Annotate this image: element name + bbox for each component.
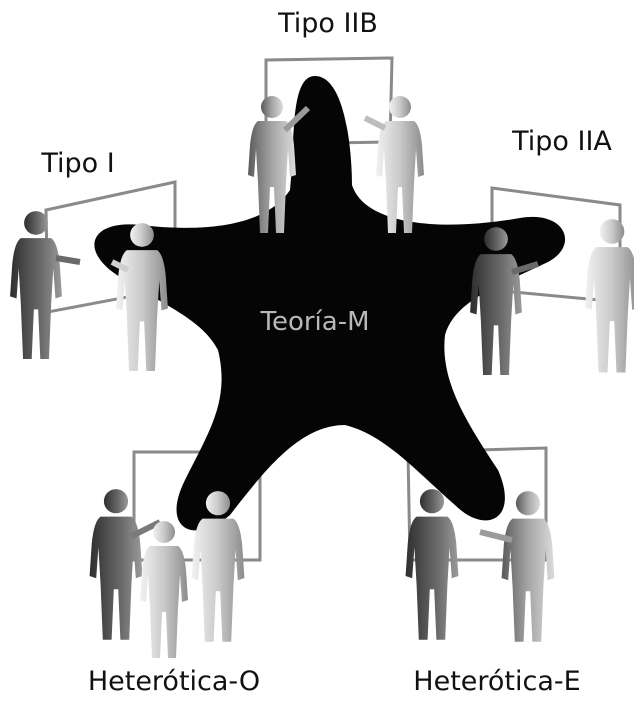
person-arm — [511, 261, 539, 275]
figures-right — [470, 219, 634, 376]
figures-top — [248, 96, 424, 233]
m-theory-starfish — [94, 76, 566, 531]
center-label: Teoría-M — [259, 307, 369, 337]
label-heterotica-o: Heterótica-O — [88, 666, 260, 697]
person-arm — [282, 105, 311, 133]
figures-bottom-right — [405, 489, 555, 642]
figures-left — [10, 211, 168, 372]
frame-bottom-right — [406, 446, 548, 562]
person-figure — [585, 219, 634, 373]
label-tipo-iib: Tipo IIB — [277, 8, 378, 39]
person-figure — [10, 211, 62, 360]
person-arm — [55, 255, 81, 265]
person-figure — [405, 489, 459, 640]
person-figure — [376, 96, 424, 233]
person-figure — [140, 521, 188, 658]
person-arm — [479, 529, 513, 543]
label-heterotica-e: Heterótica-E — [413, 666, 580, 697]
person-arm — [130, 519, 162, 539]
person-arm — [363, 115, 387, 131]
label-tipo-iia: Tipo IIA — [511, 126, 612, 157]
person-arm — [110, 259, 130, 273]
figures-bottom-left — [89, 489, 245, 658]
label-tipo-i: Tipo I — [40, 148, 114, 179]
